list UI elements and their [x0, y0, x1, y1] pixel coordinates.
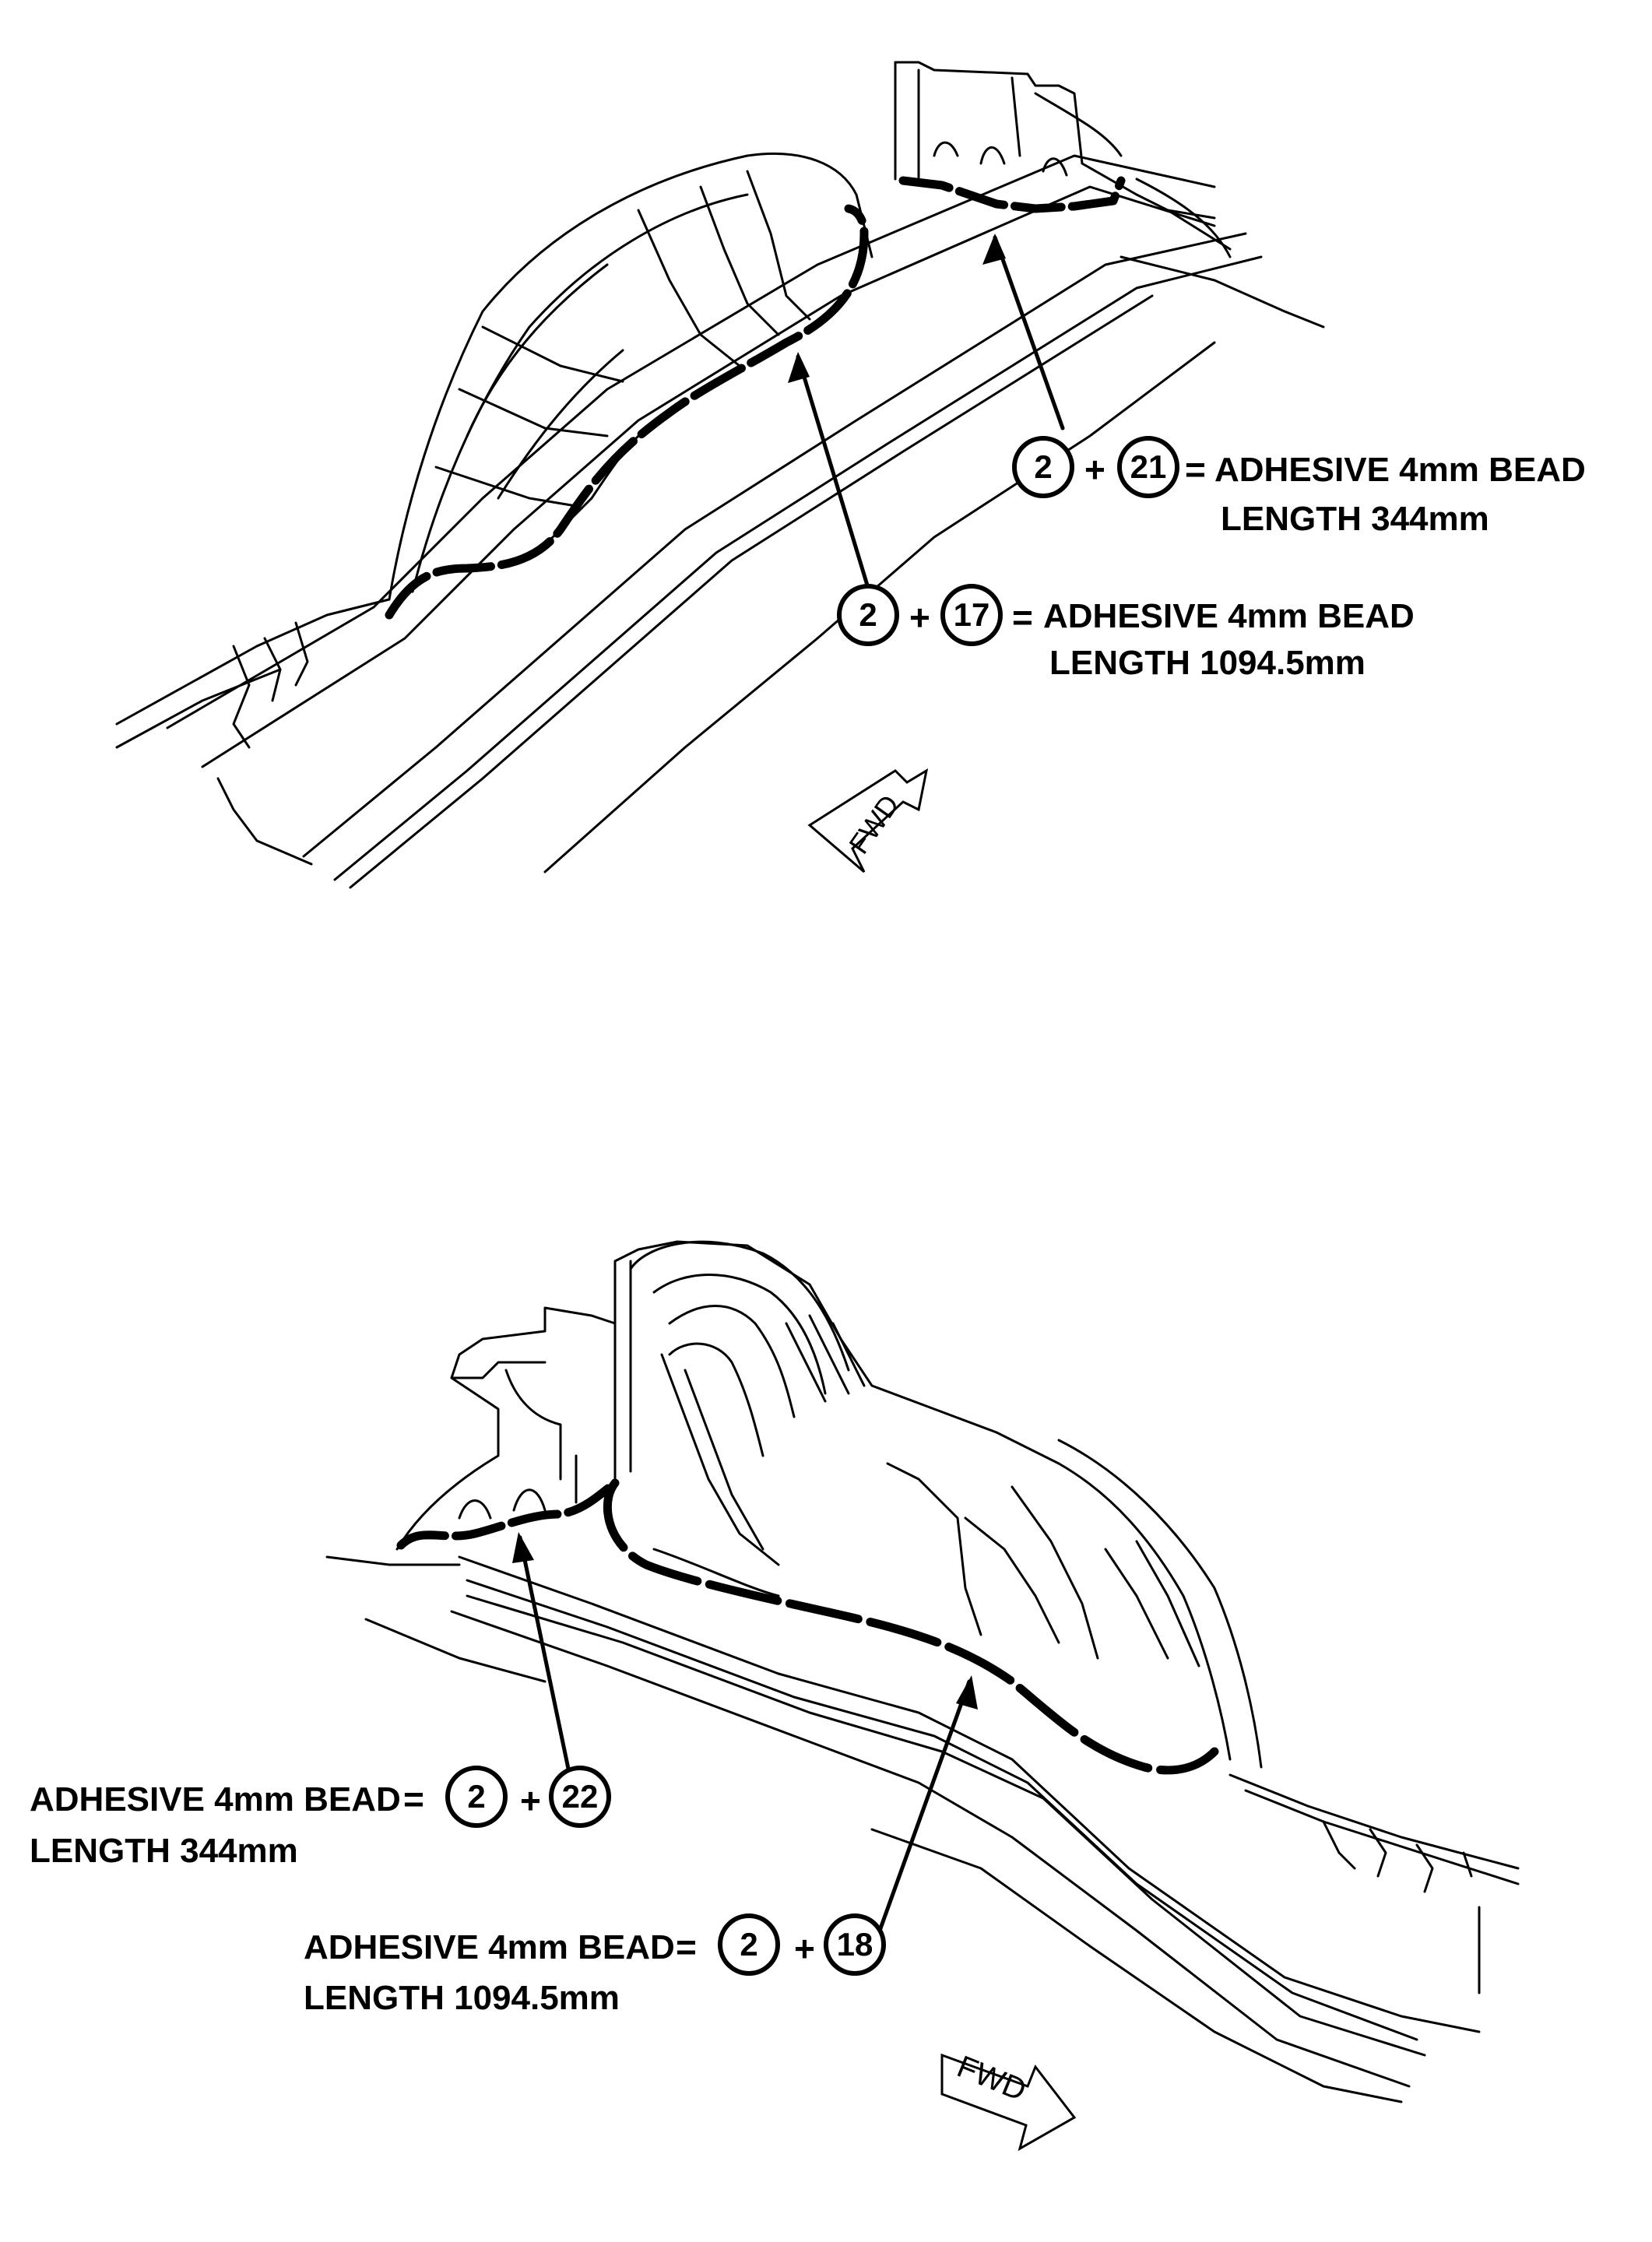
top-view-arrowheads — [788, 234, 1006, 383]
top-fwd-arrow — [807, 768, 929, 873]
bottom-view-arrowheads — [512, 1532, 978, 1710]
bottom-callout-b-part2-badge: 18 — [824, 1913, 886, 1976]
bottom-callout-a-part2-badge: 22 — [549, 1766, 611, 1828]
top-callout-a-part2-badge: 21 — [1117, 436, 1179, 498]
bottom-fwd-arrow — [940, 2053, 1077, 2152]
top-callout-b-text: ADHESIVE 4mm BEAD — [1043, 597, 1415, 635]
bottom-callout-b-part1-badge: 2 — [718, 1913, 780, 1976]
top-callout-a-text: ADHESIVE 4mm BEAD — [1214, 451, 1586, 489]
bottom-callout-a-length: LENGTH 344mm — [30, 1832, 298, 1870]
top-view-leader-arrows — [796, 235, 1065, 590]
bottom-callout-a-part1-badge: 2 — [445, 1766, 508, 1828]
top-callout-a-part1-badge: 2 — [1012, 436, 1074, 498]
bottom-callout-a-plus: + — [520, 1780, 541, 1821]
top-callout-b-part1-badge: 2 — [837, 584, 899, 646]
top-callout-b-part2-badge: 17 — [940, 584, 1003, 646]
top-callout-a-length: LENGTH 344mm — [1221, 500, 1489, 538]
top-callout-b-plus: + — [909, 597, 930, 638]
bottom-callout-b-text: ADHESIVE 4mm BEAD — [304, 1928, 675, 1966]
bottom-callout-b-length: LENGTH 1094.5mm — [304, 1979, 620, 2017]
bottom-view-leader-arrows — [518, 1535, 972, 1933]
top-callout-a-plus: + — [1084, 449, 1105, 490]
bottom-view-adhesive-bead — [396, 1478, 1219, 1775]
bottom-callout-b-equals: = — [676, 1927, 697, 1967]
bottom-callout-a-equals: = — [403, 1779, 424, 1819]
bottom-callout-b-plus: + — [794, 1928, 815, 1969]
top-callout-a-equals: = — [1185, 449, 1206, 490]
top-callout-b-equals: = — [1012, 597, 1033, 638]
bottom-view-body-panel — [325, 1240, 1520, 2103]
top-view-adhesive-bead — [385, 176, 1126, 620]
bottom-callout-a-text: ADHESIVE 4mm BEAD — [30, 1780, 401, 1819]
top-callout-b-length: LENGTH 1094.5mm — [1049, 644, 1366, 682]
